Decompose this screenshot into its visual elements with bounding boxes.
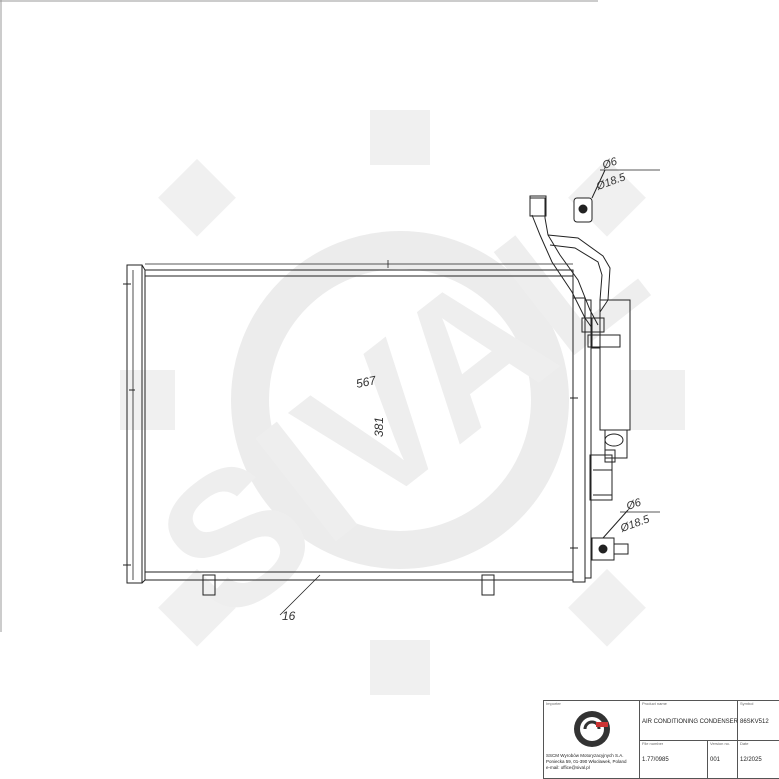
dimension-height-label: 381 <box>372 417 386 437</box>
symbol-value: 86SKV512 <box>740 719 769 725</box>
importer-line-3: e-mail: office@sival.pl <box>546 765 590 770</box>
product-name-caption: Product name <box>642 701 667 706</box>
inlet-fitting-icon <box>573 169 606 223</box>
file-number-caption: File number <box>642 741 664 746</box>
title-block: Importer SSCM Wyrobów Motoryzacyjnych S.… <box>543 700 779 779</box>
product-name-value: AIR CONDITIONING CONDENSER <box>642 719 739 725</box>
date-cell: Date 12/2025 <box>738 741 779 779</box>
file-number-cell: File number 1.77/0985 <box>640 741 708 779</box>
importer-caption: Importer <box>546 701 561 706</box>
condenser-core <box>123 264 592 596</box>
watermark-gear-icon <box>231 231 569 569</box>
product-name-cell: Product name AIR CONDITIONING CONDENSER <box>640 701 738 741</box>
watermark-gear-teeth <box>120 110 685 695</box>
dimension-width-label: 567 <box>355 373 379 391</box>
symbol-caption: Symbol <box>740 701 754 706</box>
company-seal-icon <box>574 711 610 747</box>
date-caption: Date <box>740 741 749 746</box>
outlet-pipe-outer-diameter: Ø18.5 <box>618 513 652 535</box>
outlet-pipe-inner-diameter: Ø6 <box>624 496 644 513</box>
version-cell: Version no. 001 <box>708 741 738 779</box>
version-value: 001 <box>710 757 721 763</box>
inlet-pipe-inner-diameter: Ø6 <box>600 155 620 172</box>
date-value: 12/2025 <box>740 757 762 763</box>
inlet-pipe <box>529 195 611 333</box>
importer-cell: Importer SSCM Wyrobów Motoryzacyjnych S.… <box>544 701 640 779</box>
dimension-lines <box>132 169 660 616</box>
importer-line-1: SSCM Wyrobów Motoryzacyjnych S.A. <box>546 753 624 758</box>
importer-line-2: Poniecka 59, 01-390 Włocławek, Poland <box>546 759 627 764</box>
outlet-fitting-icon <box>591 509 629 561</box>
file-number-value: 1.77/0985 <box>642 757 669 763</box>
receiver-drier <box>587 299 631 501</box>
dimension-depth-label: 16 <box>282 609 296 623</box>
symbol-cell: Symbol 86SKV512 <box>738 701 779 741</box>
version-caption: Version no. <box>710 741 731 746</box>
